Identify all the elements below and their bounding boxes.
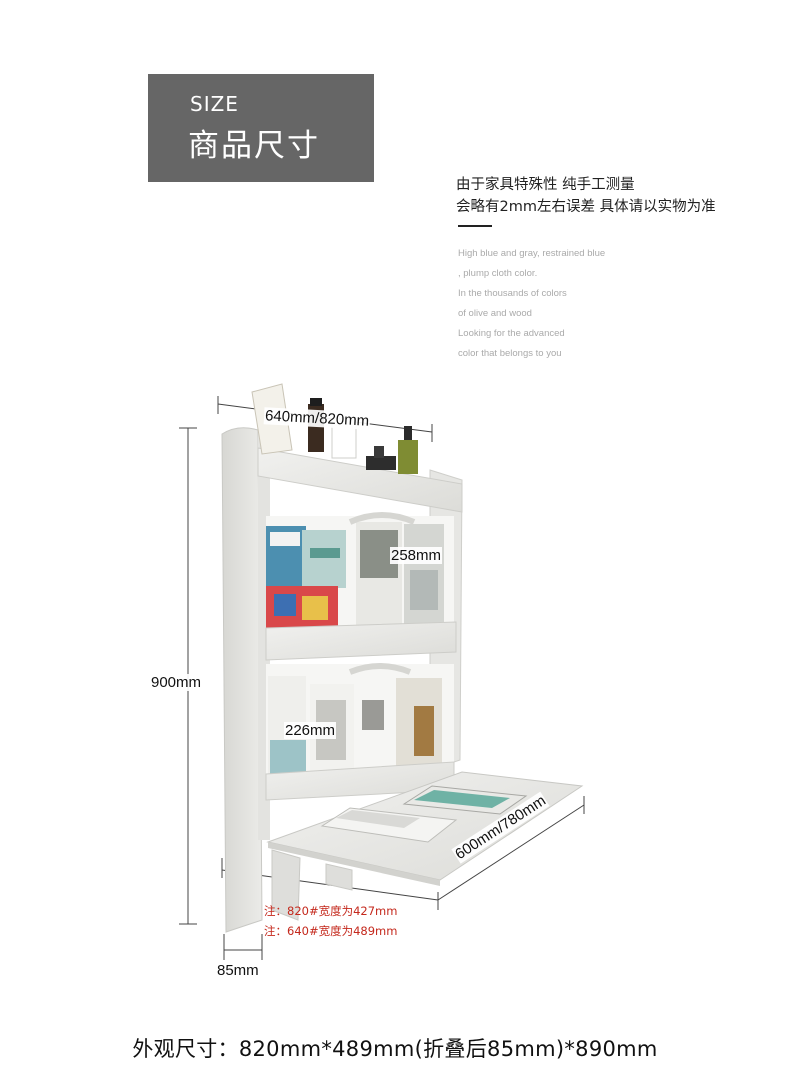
height-dimension: 900mm [150, 674, 203, 691]
english-line-4: of olive and wood [458, 308, 532, 319]
note-line-1: 由于家具特殊性 纯手工测量 [456, 177, 635, 193]
english-line-5: Looking for the advanced [458, 328, 565, 339]
width-note-640: 注：640#宽度为489mm [264, 924, 398, 938]
note-divider [458, 225, 492, 227]
english-line-1: High blue and gray, restrained blue [458, 248, 606, 259]
note-line-2: 会略有2mm左右误差 具体请以实物为准 [456, 199, 716, 215]
wall-shelf-illustration [179, 383, 585, 960]
upper-shelf-dimension: 258mm [390, 547, 443, 564]
size-header-box: SIZE 商品尺寸 [148, 74, 374, 182]
folded-depth-dimension: 85mm [216, 962, 260, 979]
english-description: High blue and gray, restrained blue , pl… [458, 244, 605, 364]
lower-magazines [268, 676, 442, 786]
size-title-cn: 商品尺寸 [188, 128, 320, 164]
english-line-3: In the thousands of colors [458, 288, 567, 299]
measurement-note: 由于家具特殊性 纯手工测量 会略有2mm左右误差 具体请以实物为准 [456, 174, 716, 218]
width-note-820: 注：820#宽度为427mm [264, 904, 398, 918]
size-title-en: SIZE [190, 92, 239, 116]
english-line-2: , plump cloth color. [458, 268, 538, 279]
shelf-body [221, 383, 584, 933]
english-line-6: color that belongs to you [458, 348, 562, 359]
overall-size-caption: 外观尺寸：820mm*489mm(折叠后85mm)*890mm [132, 1037, 658, 1061]
lower-shelf-dimension: 226mm [284, 722, 337, 739]
